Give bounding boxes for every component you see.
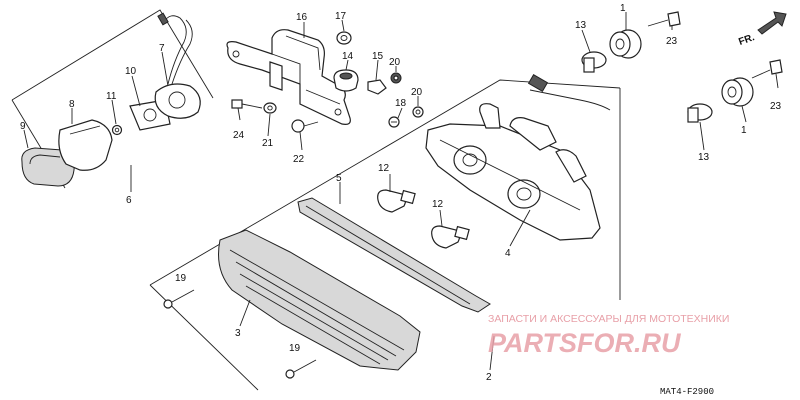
callout-20a: 20 [389,57,401,68]
diagram-code: MAT4-F2900 [660,387,714,397]
callout-10: 10 [125,66,137,77]
screw-part-19a [163,289,195,309]
license-bracket-part-16 [226,29,351,125]
callout-23a: 23 [666,36,678,47]
callout-21: 21 [262,138,274,149]
taillight-housing-part-4 [425,73,611,241]
bulb-part-15 [367,79,387,95]
callout-9: 9 [20,121,26,132]
watermark-logo: PARTSFOR.RU [488,328,682,358]
callout-8: 8 [69,99,75,110]
socket-wire-part-7 [154,12,201,119]
nut-part-20b [412,106,424,118]
marker-housing-part-8 [58,119,113,171]
callout-19b: 19 [289,343,301,354]
callout-23b: 23 [770,101,782,112]
callout-1a: 1 [620,3,626,14]
callout-1b: 1 [741,125,747,136]
callout-12b: 12 [432,199,444,210]
bulb-part-12b [431,225,470,249]
callout-3: 3 [235,328,241,339]
callout-15: 15 [372,51,384,62]
collar-part-13b [687,103,713,123]
callout-13a: 13 [575,20,587,31]
gasket-part-5 [297,197,491,313]
leader-lines [23,12,779,371]
collar-part-13a [581,51,607,73]
callout-17: 17 [335,11,347,22]
callout-16: 16 [296,12,308,23]
bolt-part-23b [751,59,783,79]
bulb-part-12a [377,189,416,213]
callout-22: 22 [293,154,305,165]
grommet-part-1a [609,29,642,59]
callout-24: 24 [233,130,245,141]
callout-5: 5 [336,173,342,184]
socket-part-14 [333,69,359,92]
callout-7: 7 [159,43,165,54]
bolt-part-24 [231,99,263,109]
callout-13b: 13 [698,152,710,163]
callout-14: 14 [342,51,354,62]
callout-18: 18 [395,98,407,109]
grommet-part-17 [336,31,352,45]
nut-part-20a [390,72,402,84]
callout-11: 11 [106,91,117,102]
washer-part-21 [263,102,277,114]
bolt-part-22 [291,119,319,133]
callout-19a: 19 [175,273,187,284]
callout-2: 2 [486,372,492,383]
marker-lens-part-9 [21,147,75,187]
grommet-part-1b [721,77,754,107]
screw-part-19b [285,359,317,379]
callout-4: 4 [505,248,511,259]
callout-20b: 20 [411,87,423,98]
watermark-caption: ЗАПАСТИ И АКСЕССУАРЫ ДЛЯ МОТОТЕХНИКИ [488,313,729,325]
front-direction-label: FR. [737,32,756,48]
callout-6: 6 [126,195,132,206]
callout-12a: 12 [378,163,390,174]
front-direction-arrow: FR. [737,11,787,48]
bolt-part-23a [647,11,681,27]
nut-part-11 [111,124,123,136]
taillight-lens-part-3 [218,229,421,371]
screw-part-18 [388,116,400,128]
